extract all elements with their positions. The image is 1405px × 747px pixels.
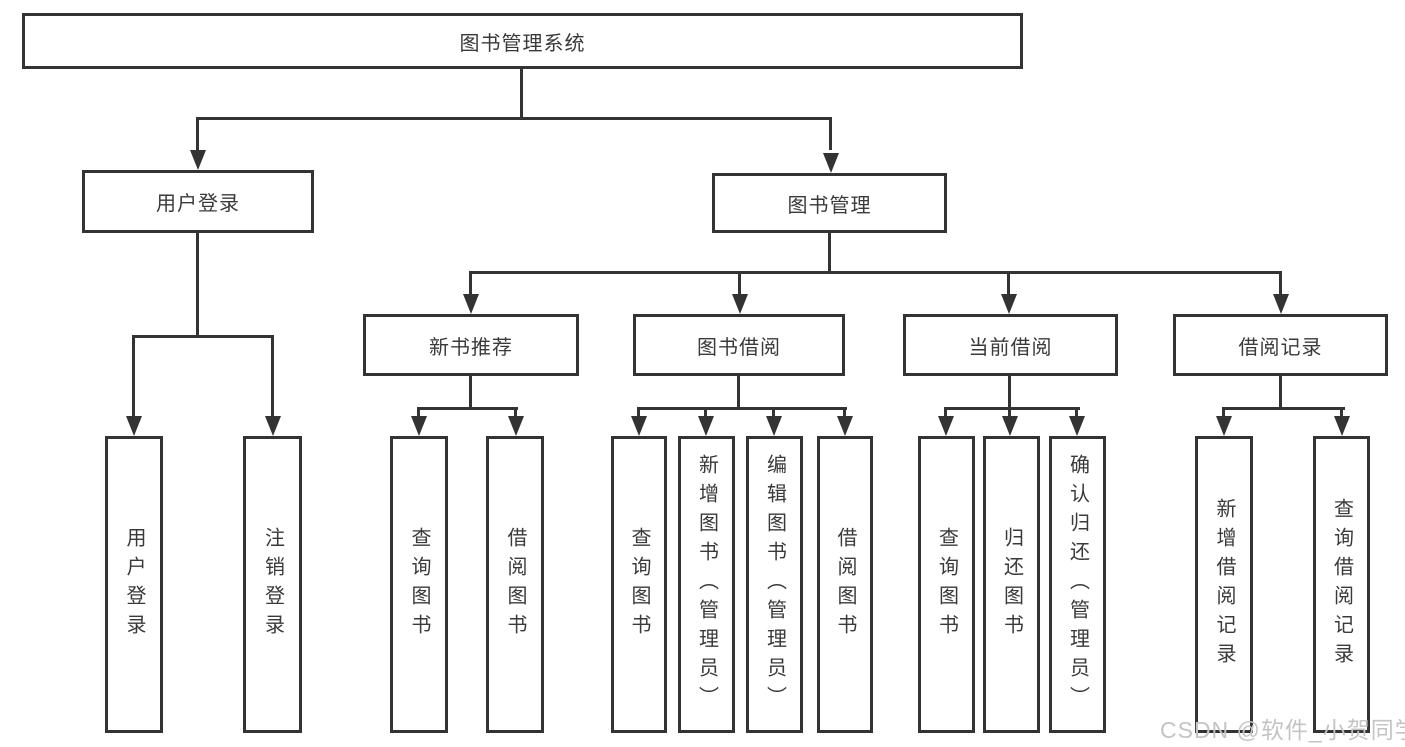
connector-line <box>637 407 847 410</box>
node-book-borrow: 图书借阅 <box>633 314 845 376</box>
connector-line <box>829 117 832 150</box>
connector-line <box>944 407 1080 410</box>
leaf-add-borrow-record: 新增借阅记录 <box>1195 436 1253 733</box>
connector-line <box>271 335 274 416</box>
leaf-user-login: 用户登录 <box>105 436 163 733</box>
arrow-down-icon <box>508 416 524 436</box>
arrow-down-icon <box>126 416 142 436</box>
arrow-down-icon <box>766 416 782 436</box>
connector-line <box>738 271 741 294</box>
connector-line <box>1008 407 1011 416</box>
connector-line <box>637 407 640 416</box>
arrow-down-icon <box>938 416 954 436</box>
connector-line <box>1279 376 1282 407</box>
leaf-query-borrow-record: 查询借阅记录 <box>1313 436 1370 733</box>
connector-line <box>1279 271 1282 294</box>
node-user-login: 用户登录 <box>82 170 314 233</box>
leaf-return-books: 归还图书 <box>983 436 1040 733</box>
node-current-borrow: 当前借阅 <box>903 314 1118 376</box>
connector-line <box>1008 376 1011 407</box>
connector-line <box>843 407 846 416</box>
connector-line <box>520 69 523 117</box>
arrow-down-icon <box>463 294 479 314</box>
connector-line <box>417 407 518 410</box>
leaf-borrow-books: 借阅图书 <box>817 436 873 733</box>
leaf-query-books: 查询图书 <box>918 436 975 733</box>
connector-line <box>772 407 775 416</box>
csdn-watermark: CSDN @软件_小贺同学 <box>1160 717 1405 743</box>
arrow-down-icon <box>732 294 748 314</box>
leaf-edit-books-admin: 编辑图书（管理员） <box>746 436 803 733</box>
arrow-down-icon <box>1273 294 1289 314</box>
arrow-down-icon <box>1001 294 1017 314</box>
arrow-down-icon <box>631 416 647 436</box>
connector-line <box>1222 407 1345 410</box>
leaf-borrow-books: 借阅图书 <box>486 436 544 733</box>
arrow-down-icon <box>190 150 206 170</box>
connector-line <box>469 271 472 294</box>
connector-line <box>1340 407 1343 416</box>
leaf-confirm-return-admin: 确认归还（管理员） <box>1049 436 1106 733</box>
arrow-down-icon <box>823 153 839 173</box>
arrow-down-icon <box>1334 416 1350 436</box>
connector-line <box>1222 407 1225 416</box>
connector-line <box>469 376 472 407</box>
connector-line <box>196 117 199 150</box>
arrow-down-icon <box>698 416 714 436</box>
connector-line <box>132 335 274 338</box>
arrow-down-icon <box>1002 416 1018 436</box>
connector-line <box>132 335 135 416</box>
arrow-down-icon <box>1216 416 1232 436</box>
node-new-book-recommend: 新书推荐 <box>363 314 579 376</box>
node-borrow-record: 借阅记录 <box>1173 314 1388 376</box>
leaf-add-books-admin: 新增图书（管理员） <box>678 436 735 733</box>
node-book-management: 图书管理 <box>712 173 947 233</box>
connector-line <box>1007 271 1010 294</box>
arrow-down-icon <box>411 416 427 436</box>
arrow-down-icon <box>1069 416 1085 436</box>
connector-line <box>704 407 707 416</box>
arrow-down-icon <box>837 416 853 436</box>
connector-line <box>196 233 199 335</box>
connector-line <box>417 407 420 416</box>
arrow-down-icon <box>265 416 281 436</box>
node-root: 图书管理系统 <box>22 13 1023 69</box>
leaf-query-books: 查询图书 <box>611 436 667 733</box>
connector-line <box>828 233 831 271</box>
connector-line <box>737 376 740 407</box>
leaf-logout: 注销登录 <box>243 436 302 733</box>
connector-line <box>1075 407 1078 416</box>
connector-line <box>944 407 947 416</box>
connector-line <box>469 271 1282 274</box>
connector-line <box>196 117 832 120</box>
leaf-query-books: 查询图书 <box>390 436 448 733</box>
connector-line <box>514 407 517 416</box>
